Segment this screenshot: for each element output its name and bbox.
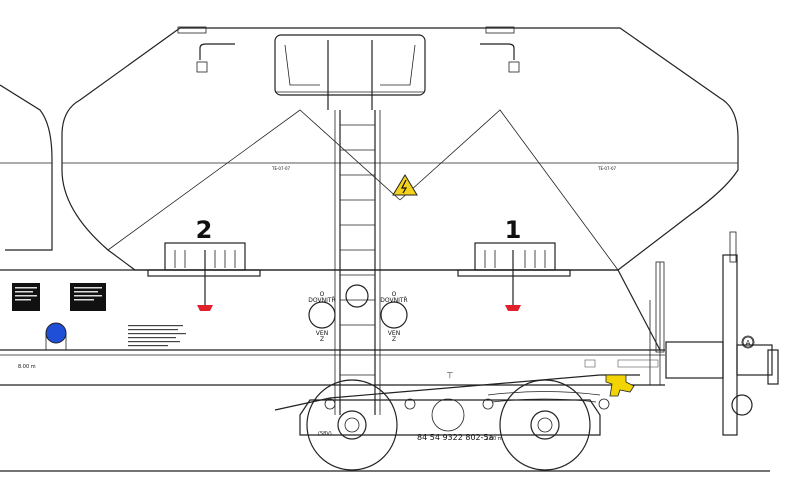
blue-marker	[45, 322, 67, 344]
dimension-right: 2.00 m	[485, 436, 503, 442]
svg-text:TE-07-07: TE-07-07	[597, 166, 616, 171]
bogie	[299, 379, 610, 471]
svg-text:TE-07-07: TE-07-07	[271, 166, 290, 171]
svg-text:O: O	[320, 291, 325, 298]
hopper-number-2: 2	[196, 216, 213, 244]
adjacent-hopper	[0, 84, 53, 251]
center-hatch	[345, 284, 369, 308]
svg-text:⊤: ⊤	[447, 371, 454, 380]
wagon-number: 84 54 9322 802-5a	[417, 433, 494, 442]
svg-text:VEN: VEN	[316, 330, 328, 337]
side-hatch-left: O DOVNITŘ VEN Z	[308, 291, 335, 343]
top-hatch-left	[177, 26, 235, 73]
hopper-outlet-right	[457, 242, 571, 311]
hopper-outlet-left	[147, 242, 261, 311]
svg-text:VEN: VEN	[388, 330, 400, 337]
top-hatch-right	[480, 26, 520, 73]
dimension-left: 8.00 m	[18, 364, 36, 370]
svg-text:Z: Z	[320, 336, 324, 343]
ladder	[334, 110, 381, 415]
top-walkway	[274, 34, 426, 110]
buffer-end	[665, 231, 779, 436]
high-voltage-warning-icon	[392, 174, 418, 196]
valve-red-left	[197, 305, 213, 311]
svg-text:DOVNITŘ: DOVNITŘ	[308, 296, 335, 304]
silo-body	[61, 27, 739, 271]
svg-text:Z: Z	[392, 336, 396, 343]
valve-red-right	[505, 305, 521, 311]
marker-a: A	[746, 339, 751, 347]
side-hatch-right: O DOVNITŘ VEN Z	[380, 291, 407, 343]
hopper-number-1: 1	[505, 216, 522, 244]
svg-text:O: O	[392, 291, 397, 298]
stencil-text-block	[128, 325, 186, 347]
svg-text:DOVNITŘ: DOVNITŘ	[380, 296, 407, 304]
underframe	[0, 261, 665, 411]
coupler-handle	[605, 374, 635, 397]
small-code: (58V)	[318, 431, 332, 437]
